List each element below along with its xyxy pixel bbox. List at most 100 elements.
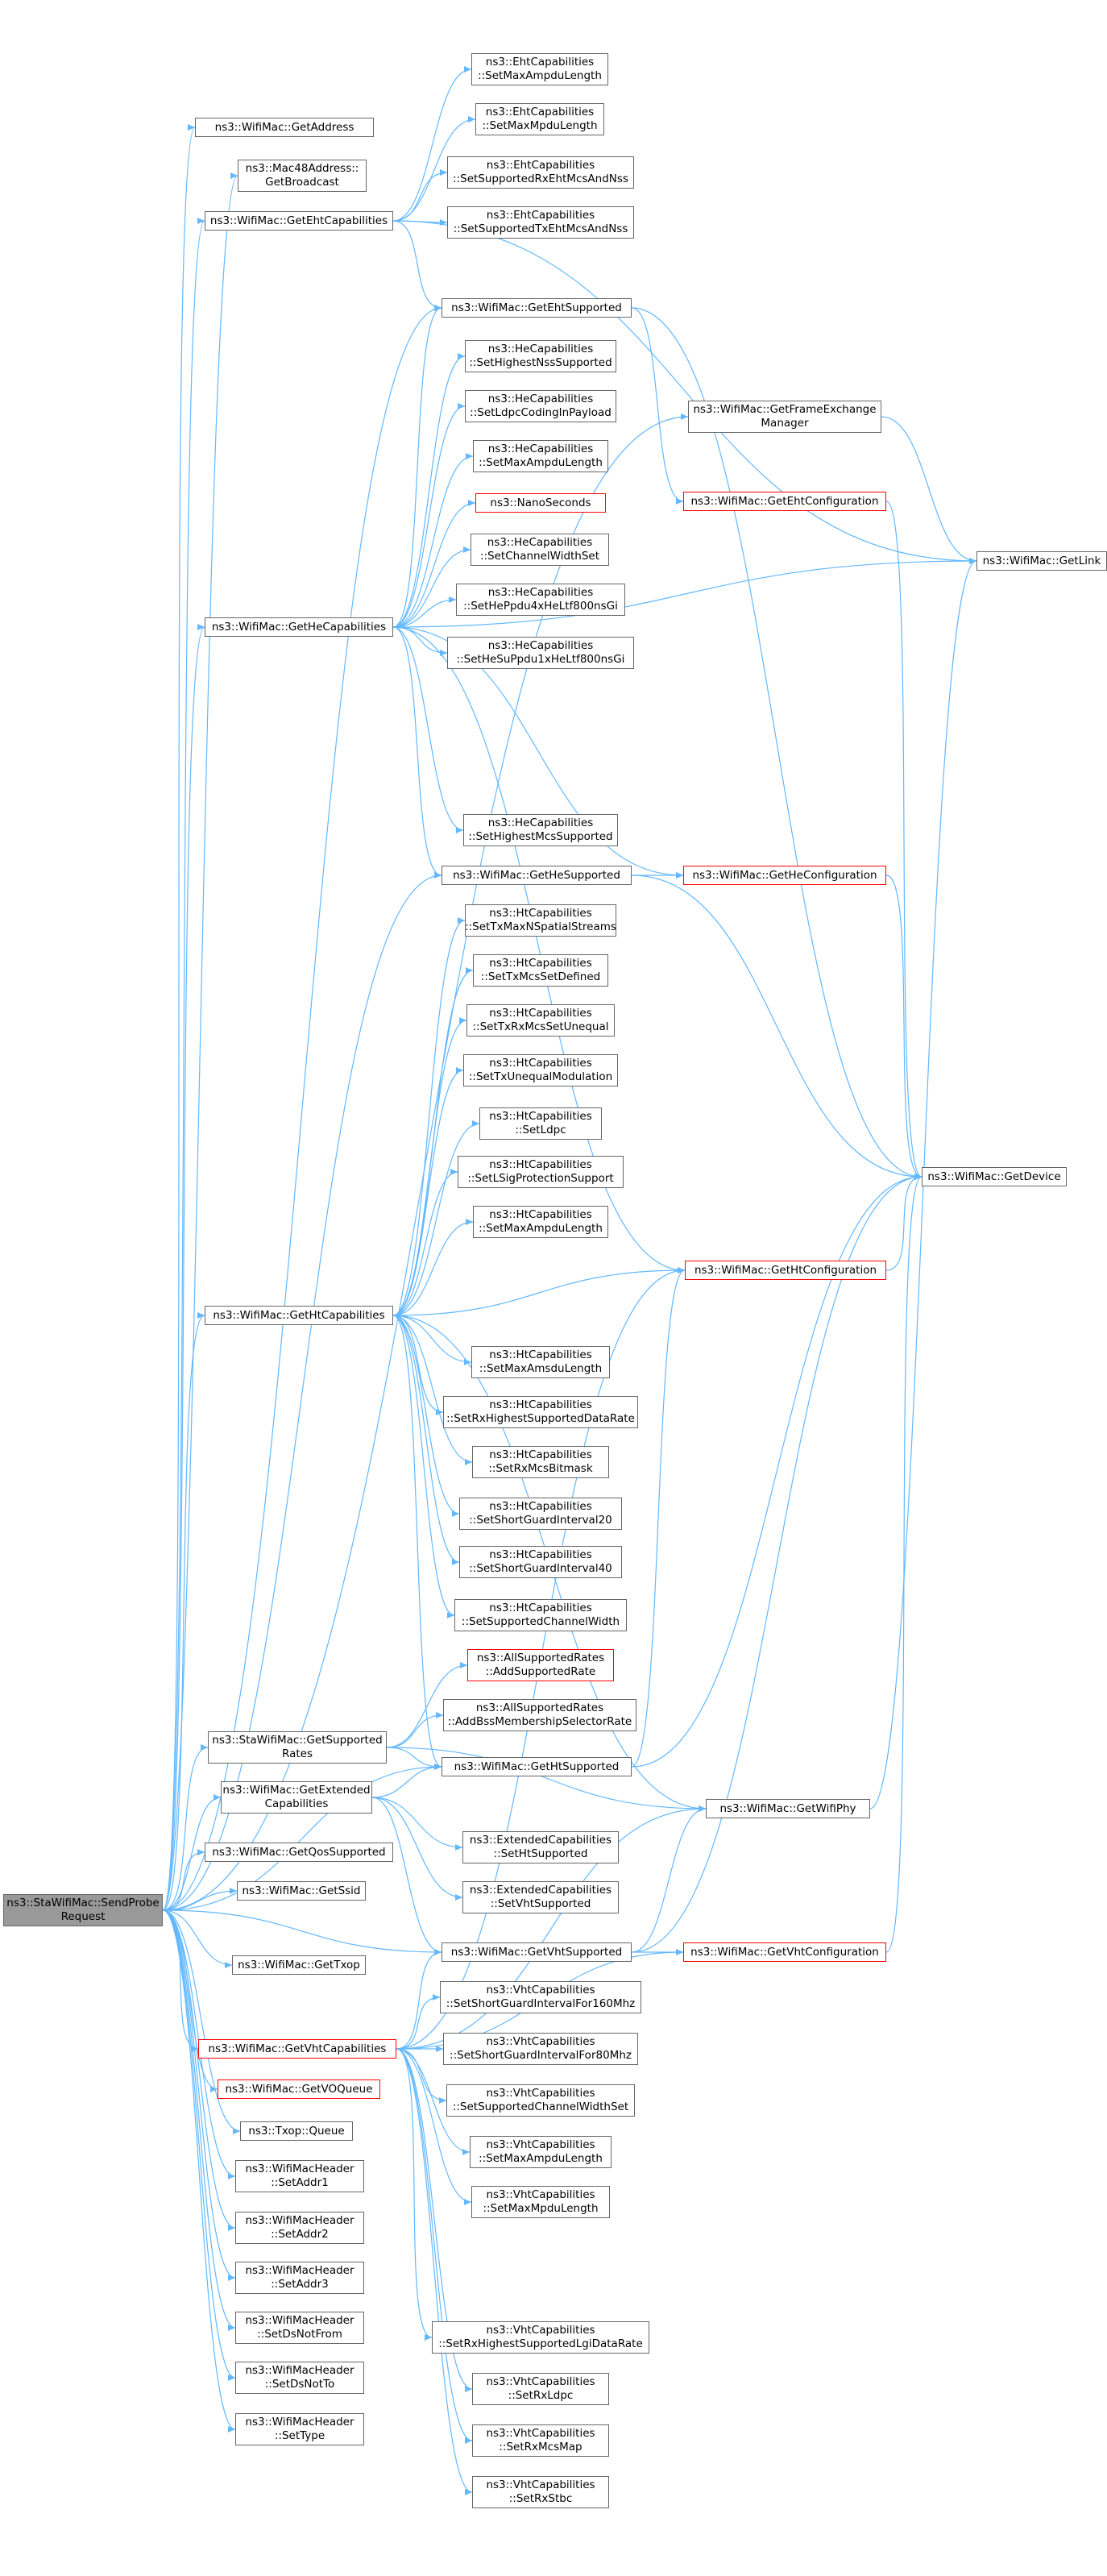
graph-node-hesetchwidth[interactable]: ns3::HeCapabilities::SetChannelWidthSet xyxy=(471,534,609,566)
graph-node-htsetsgi40[interactable]: ns3::HtCapabilities::SetShortGuardInterv… xyxy=(459,1546,622,1578)
graph-node-label: ns3::HtCapabilities xyxy=(489,1348,592,1361)
edge-getehtsupported-to-getdevice xyxy=(631,307,922,1180)
graph-node-label: ::SetRxStbc xyxy=(508,2492,573,2505)
edge-getsupprates-to-addbssmembership xyxy=(386,1712,444,1748)
graph-node-extsetvht[interactable]: ns3::ExtendedCapabilities::SetVhtSupport… xyxy=(462,1881,619,1913)
graph-node-htsetmaxamsdu[interactable]: ns3::HtCapabilities::SetMaxAmsduLength xyxy=(471,1346,610,1378)
graph-node-getdevice[interactable]: ns3::WifiMac::GetDevice xyxy=(922,1167,1067,1186)
edge-getvhtcap-to-vhtsetsgi160 xyxy=(396,1994,441,2050)
graph-node-setaddr3[interactable]: ns3::WifiMacHeader::SetAddr3 xyxy=(235,2262,364,2294)
graph-node-vhtsetrxldpc[interactable]: ns3::VhtCapabilities::SetRxLdpc xyxy=(472,2373,609,2405)
graph-node-vhtsetsgi80[interactable]: ns3::VhtCapabilities::SetShortGuardInter… xyxy=(443,2033,638,2065)
graph-node-hesetmaxampdu[interactable]: ns3::HeCapabilities::SetMaxAmpduLength xyxy=(473,440,608,472)
graph-node-label: ::SetMaxMpduLength xyxy=(482,119,598,132)
graph-node-ehtsetrxmcs[interactable]: ns3::EhtCapabilities::SetSupportedRxEhtM… xyxy=(447,156,634,189)
graph-node-gethtcap[interactable]: ns3::WifiMac::GetHtCapabilities xyxy=(205,1306,393,1325)
graph-node-htsettxmcsdef[interactable]: ns3::HtCapabilities::SetTxMcsSetDefined xyxy=(473,954,608,987)
graph-node-gettxop[interactable]: ns3::WifiMac::GetTxop xyxy=(232,1955,366,1975)
graph-node-setdsnotto[interactable]: ns3::WifiMacHeader::SetDsNotTo xyxy=(235,2362,364,2394)
graph-node-htsettxmaxnss[interactable]: ns3::HtCapabilities::SetTxMaxNSpatialStr… xyxy=(465,904,616,937)
graph-node-setaddr2[interactable]: ns3::WifiMacHeader::SetAddr2 xyxy=(235,2212,364,2244)
graph-node-htsetsgi20[interactable]: ns3::HtCapabilities::SetShortGuardInterv… xyxy=(459,1498,622,1530)
graph-node-setaddr1[interactable]: ns3::WifiMacHeader::SetAddr1 xyxy=(235,2160,364,2192)
graph-node-vhtsetrxhighest[interactable]: ns3::VhtCapabilities::SetRxHighestSuppor… xyxy=(432,2321,649,2354)
edge-gethtcap-to-htsettxrxuneq xyxy=(392,1017,467,1316)
graph-node-label: ns3::WifiMacHeader xyxy=(245,2416,354,2429)
graph-node-label: ::SetAddr1 xyxy=(271,2176,329,2189)
graph-node-vhtsetrxstbc[interactable]: ns3::VhtCapabilities::SetRxStbc xyxy=(472,2476,609,2508)
graph-node-txopqueue[interactable]: ns3::Txop::Queue xyxy=(240,2121,353,2141)
graph-node-gethesupported[interactable]: ns3::WifiMac::GetHeSupported xyxy=(442,866,632,885)
graph-node-label: ns3::HeCapabilities xyxy=(487,536,593,549)
graph-node-getwifiphy[interactable]: ns3::WifiMac::GetWifiPhy xyxy=(706,1799,870,1818)
graph-node-extsetht[interactable]: ns3::ExtendedCapabilities::SetHtSupporte… xyxy=(462,1831,619,1863)
graph-node-getaddress[interactable]: ns3::WifiMac::GetAddress xyxy=(195,118,374,137)
graph-node-gethecap[interactable]: ns3::WifiMac::GetHeCapabilities xyxy=(205,617,393,637)
graph-node-hesethighestmcs[interactable]: ns3::HeCapabilities::SetHighestMcsSuppor… xyxy=(463,814,618,846)
graph-node-label: ns3::AllSupportedRates xyxy=(476,1652,605,1664)
graph-node-htsetsuppchw[interactable]: ns3::HtCapabilities::SetSupportedChannel… xyxy=(454,1599,627,1631)
graph-node-gethtconfig[interactable]: ns3::WifiMac::GetHtConfiguration xyxy=(685,1261,886,1280)
edge-root-to-getvhtsupported xyxy=(162,1909,442,1955)
graph-node-vhtsetmaxmpdu[interactable]: ns3::VhtCapabilities::SetMaxMpduLength xyxy=(471,2186,610,2218)
graph-node-htsetlsig[interactable]: ns3::HtCapabilities::SetLSigProtectionSu… xyxy=(458,1156,624,1188)
edge-getframeexch-to-getlink xyxy=(881,416,977,564)
graph-node-getehtsupported[interactable]: ns3::WifiMac::GetEhtSupported xyxy=(442,298,632,318)
edge-gethecap-to-gethesupported xyxy=(392,626,442,879)
graph-node-getqos[interactable]: ns3::WifiMac::GetQosSupported xyxy=(205,1843,393,1862)
graph-node-hesetsuppdu1x[interactable]: ns3::HeCapabilities::SetHeSuPpdu1xHeLtf8… xyxy=(447,637,634,669)
graph-node-ehtsetmaxampdu[interactable]: ns3::EhtCapabilities::SetMaxAmpduLength xyxy=(471,53,608,85)
edge-gethecap-to-hesetppdu4x xyxy=(392,596,457,628)
graph-node-ehtsetmaxmpdu[interactable]: ns3::EhtCapabilities::SetMaxMpduLength xyxy=(475,103,604,135)
graph-node-vhtsetsuppchw[interactable]: ns3::VhtCapabilities::SetSupportedChanne… xyxy=(446,2084,635,2117)
graph-node-htsetrxhighest[interactable]: ns3::HtCapabilities::SetRxHighestSupport… xyxy=(443,1396,638,1428)
edge-getextcap-to-extsetvht xyxy=(371,1797,463,1901)
graph-node-htsettxrxuneq[interactable]: ns3::HtCapabilities::SetTxRxMcsSetUnequa… xyxy=(466,1004,615,1037)
graph-node-getvhtconfig[interactable]: ns3::WifiMac::GetVhtConfiguration xyxy=(683,1942,886,1962)
edge-root-to-gettxop xyxy=(162,1909,233,1968)
graph-node-getssid[interactable]: ns3::WifiMac::GetSsid xyxy=(237,1881,366,1901)
graph-node-label: ::SetShortGuardIntervalFor160Mhz xyxy=(446,1997,636,2010)
graph-node-htsettxuneqmod[interactable]: ns3::HtCapabilities::SetTxUnequalModulat… xyxy=(463,1054,618,1086)
graph-node-settype[interactable]: ns3::WifiMacHeader::SetType xyxy=(235,2413,364,2445)
graph-node-getheconfig[interactable]: ns3::WifiMac::GetHeConfiguration xyxy=(683,866,886,885)
graph-node-gethtsupported[interactable]: ns3::WifiMac::GetHtSupported xyxy=(442,1757,632,1776)
graph-node-vhtsetsgi160[interactable]: ns3::VhtCapabilities::SetShortGuardInter… xyxy=(440,1981,641,2013)
edge-getehtsupported-to-getehtconfig xyxy=(631,307,684,505)
graph-node-vhtsetrxmcsmap[interactable]: ns3::VhtCapabilities::SetRxMcsMap xyxy=(472,2424,609,2457)
graph-node-getvhtcap[interactable]: ns3::WifiMac::GetVhtCapabilities xyxy=(198,2039,396,2059)
graph-node-addsupprate[interactable]: ns3::AllSupportedRates::AddSupportedRate xyxy=(467,1649,614,1681)
graph-node-label: Capabilities xyxy=(264,1797,329,1810)
graph-node-htsetrxmcsbitmask[interactable]: ns3::HtCapabilities::SetRxMcsBitmask xyxy=(472,1446,609,1478)
graph-node-label: ::SetTxMaxNSpatialStreams xyxy=(465,920,616,933)
graph-node-label: ns3::HeCapabilities xyxy=(487,586,594,599)
graph-node-hesetppdu4x[interactable]: ns3::HeCapabilities::SetHePpdu4xHeLtf800… xyxy=(456,584,625,616)
graph-node-addbssmembership[interactable]: ns3::AllSupportedRates::AddBssMembership… xyxy=(443,1699,636,1731)
graph-node-label: ::SetTxUnequalModulation xyxy=(468,1070,613,1083)
graph-node-setdsnotfrom[interactable]: ns3::WifiMacHeader::SetDsNotFrom xyxy=(235,2312,364,2344)
edge-gethtcap-to-htsetsgi20 xyxy=(392,1315,460,1517)
edge-gethtcap-to-htsetrxmcsbitmask xyxy=(392,1315,473,1465)
graph-node-getvoqueue[interactable]: ns3::WifiMac::GetVOQueue xyxy=(218,2079,380,2099)
graph-node-htsetmaxampdu[interactable]: ns3::HtCapabilities::SetMaxAmpduLength xyxy=(473,1206,608,1238)
graph-node-ehtsettxmcs[interactable]: ns3::EhtCapabilities::SetSupportedTxEhtM… xyxy=(447,206,634,239)
graph-node-getehtcap[interactable]: ns3::WifiMac::GetEhtCapabilities xyxy=(205,211,393,231)
graph-node-label: ns3::HtCapabilities xyxy=(489,1158,592,1171)
graph-node-htsetldpc[interactable]: ns3::HtCapabilities::SetLdpc xyxy=(479,1107,602,1140)
graph-node-label: ns3::VhtCapabilities xyxy=(486,2427,595,2440)
graph-node-vhtsetmaxampdu[interactable]: ns3::VhtCapabilities::SetMaxAmpduLength xyxy=(470,2136,612,2168)
graph-node-hesethighestnss[interactable]: ns3::HeCapabilities::SetHighestNssSuppor… xyxy=(465,340,616,372)
graph-node-label: ::SetTxRxMcsSetUnequal xyxy=(472,1020,609,1033)
graph-node-label: ns3::StaWifiMac::GetSupported xyxy=(212,1734,383,1747)
graph-node-getlink[interactable]: ns3::WifiMac::GetLink xyxy=(976,551,1107,571)
graph-node-getbroadcast[interactable]: ns3::Mac48Address::GetBroadcast xyxy=(238,160,367,192)
graph-node-getehtconfig[interactable]: ns3::WifiMac::GetEhtConfiguration xyxy=(683,492,886,511)
edge-gethtcap-to-htsetsgi40 xyxy=(392,1315,460,1565)
graph-node-nanoseconds[interactable]: ns3::NanoSeconds xyxy=(475,493,606,513)
graph-node-getvhtsupported[interactable]: ns3::WifiMac::GetVhtSupported xyxy=(442,1942,632,1962)
graph-node-hesetldpc[interactable]: ns3::HeCapabilities::SetLdpcCodingInPayl… xyxy=(465,390,616,422)
